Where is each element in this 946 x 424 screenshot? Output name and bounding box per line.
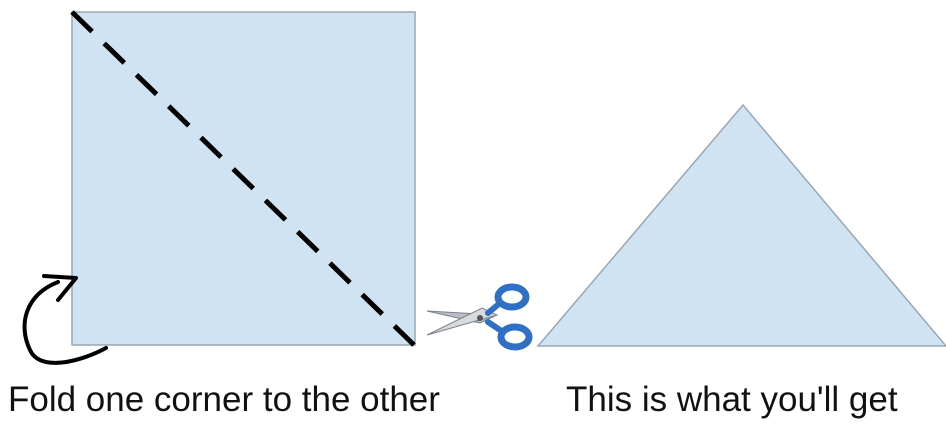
paper-triangle: [536, 103, 946, 347]
scissors-icon: [426, 283, 533, 351]
caption-result: This is what you'll get: [566, 380, 898, 419]
caption-fold-instruction: Fold one corner to the other: [8, 380, 440, 419]
fold-line: [70, 10, 416, 347]
curved-fold-arrow-icon: [22, 274, 108, 365]
